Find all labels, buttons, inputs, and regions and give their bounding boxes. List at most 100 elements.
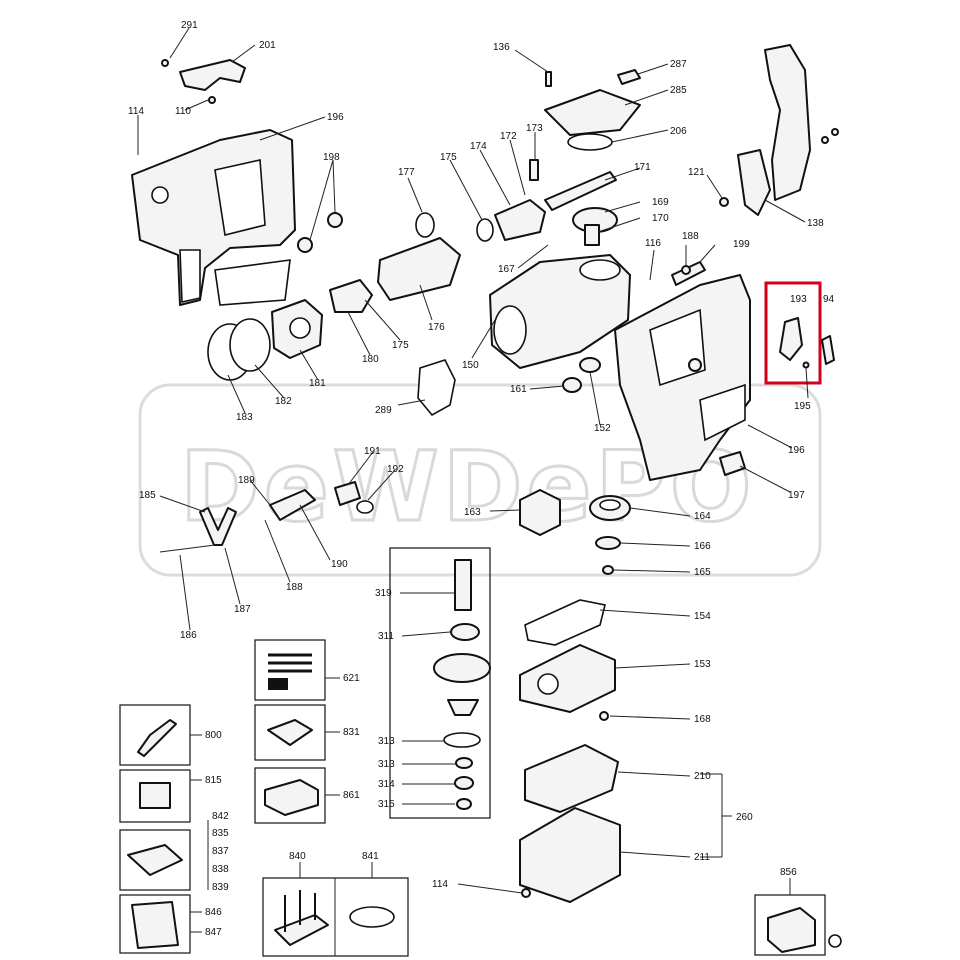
highlight-box-193 xyxy=(764,281,822,385)
box-840-841 xyxy=(262,877,409,957)
label-831: 831 xyxy=(343,727,360,738)
label-621: 621 xyxy=(343,673,360,684)
label-183: 183 xyxy=(236,412,253,423)
part-201-bracket xyxy=(161,59,246,104)
label-800: 800 xyxy=(205,730,222,741)
label-815: 815 xyxy=(205,775,222,786)
part-150-gearbox xyxy=(489,254,631,369)
label-197: 197 xyxy=(788,490,805,501)
label-195: 195 xyxy=(794,401,811,412)
label-175b: 175 xyxy=(392,340,409,351)
label-161: 161 xyxy=(510,384,527,395)
label-182a: 182 xyxy=(275,396,292,407)
label-153: 153 xyxy=(694,659,711,670)
label-116: 116 xyxy=(645,238,661,249)
part-171-rod xyxy=(544,171,617,211)
label-196: 196 xyxy=(327,112,344,123)
label-185: 185 xyxy=(139,490,156,501)
label-165: 165 xyxy=(694,567,711,578)
label-837: 837 xyxy=(212,846,229,857)
part-311-gear xyxy=(433,623,491,683)
label-152: 152 xyxy=(594,423,611,434)
part-285-cover xyxy=(544,69,641,151)
part-174-piston xyxy=(494,159,546,241)
label-315: 315 xyxy=(378,799,395,810)
box-846-847 xyxy=(119,894,191,954)
label-167: 167 xyxy=(498,264,515,275)
label-110: 110 xyxy=(175,106,191,117)
part-313-washers xyxy=(443,699,481,810)
leader-lines xyxy=(137,27,809,933)
label-172: 172 xyxy=(500,131,517,142)
label-201: 201 xyxy=(259,40,276,51)
label-175a: 175 xyxy=(440,152,457,163)
label-211: 211 xyxy=(694,852,710,863)
label-210: 210 xyxy=(694,771,711,782)
part-169-gear xyxy=(572,207,618,246)
label-181: 181 xyxy=(309,378,326,389)
part-211-base xyxy=(519,807,621,903)
part-181-bearing xyxy=(271,299,323,359)
label-166: 166 xyxy=(694,541,711,552)
label-164: 164 xyxy=(694,511,711,522)
label-186: 186 xyxy=(180,630,197,641)
part-191-clip xyxy=(334,481,374,514)
box-800 xyxy=(119,704,191,766)
part-176-tube xyxy=(377,237,461,301)
part-198-screws xyxy=(297,212,343,253)
label-138: 138 xyxy=(807,218,824,229)
part-labels: 291 201 110 114 196 198 136 287 285 206 … xyxy=(128,20,835,938)
label-189: 189 xyxy=(238,475,255,486)
label-289: 289 xyxy=(375,405,392,416)
box-831 xyxy=(254,704,326,761)
box-861 xyxy=(254,767,326,824)
label-260: 260 xyxy=(736,812,753,823)
part-121-screw xyxy=(719,197,729,207)
part-289-gasket xyxy=(417,359,456,417)
label-313b: 313 xyxy=(378,759,395,770)
label-188b: 188 xyxy=(286,582,303,593)
part-166-washer xyxy=(595,536,621,575)
part-138-handle xyxy=(737,44,839,216)
label-206: 206 xyxy=(670,126,687,137)
label-168: 168 xyxy=(694,714,711,725)
label-177: 177 xyxy=(398,167,415,178)
part-185-fork xyxy=(159,507,237,553)
label-861: 861 xyxy=(343,790,360,801)
label-150: 150 xyxy=(462,360,479,371)
label-171: 171 xyxy=(634,162,651,173)
label-839: 839 xyxy=(212,882,229,893)
box-621 xyxy=(254,639,326,701)
label-842: 842 xyxy=(212,811,229,822)
label-192: 192 xyxy=(387,464,404,475)
label-196b: 196 xyxy=(788,445,805,456)
label-169: 169 xyxy=(652,197,669,208)
label-114b: 114 xyxy=(432,879,448,890)
label-180: 180 xyxy=(362,354,379,365)
label-94: 94 xyxy=(823,294,835,305)
label-285: 285 xyxy=(670,85,687,96)
label-847: 847 xyxy=(205,927,222,938)
part-161-bushing xyxy=(562,357,601,393)
part-154-gasket xyxy=(524,599,606,646)
part-153-cover xyxy=(519,644,616,721)
label-114: 114 xyxy=(128,106,144,117)
label-193: 193 xyxy=(790,294,807,305)
box-815 xyxy=(119,769,191,823)
part-319-shaft xyxy=(454,559,472,611)
part-210-frame xyxy=(524,744,619,813)
part-196-body xyxy=(614,274,751,481)
label-856: 856 xyxy=(780,867,797,878)
part-177-oring xyxy=(415,212,494,242)
label-136: 136 xyxy=(493,42,510,53)
part-196-housing xyxy=(131,129,296,306)
label-311: 311 xyxy=(378,631,394,642)
label-176: 176 xyxy=(428,322,445,333)
label-841: 841 xyxy=(362,851,379,862)
label-170: 170 xyxy=(652,213,669,224)
label-191: 191 xyxy=(364,446,381,457)
part-193-lever xyxy=(779,317,810,369)
label-199: 199 xyxy=(733,239,750,250)
